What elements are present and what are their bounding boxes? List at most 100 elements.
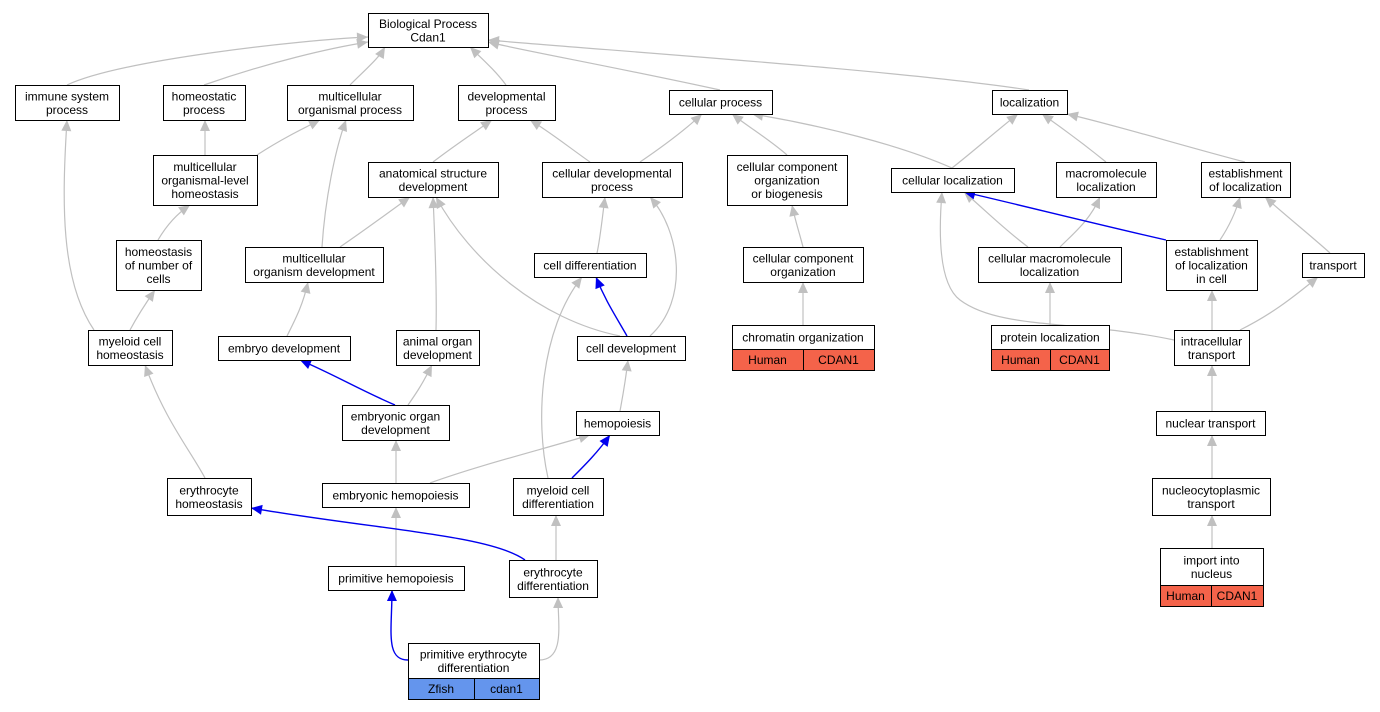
- edge-celldevproc-to-cellproc: [639, 113, 703, 163]
- edge-primhemo-to-embhemo: [391, 507, 401, 566]
- term-label-line: nucleocytoplasmic: [1162, 483, 1260, 497]
- term-label-line: process: [46, 103, 88, 117]
- edge-mydiff-to-hemopoiesis: [571, 434, 611, 479]
- edge-embhemo-to-emborgdev: [391, 440, 401, 483]
- edge-arrowhead: [488, 35, 500, 46]
- term-node-transport[interactable]: transport: [1302, 253, 1365, 278]
- edge-mclh-to-multicell: [256, 119, 321, 156]
- term-label-line: homeostatic: [172, 89, 237, 103]
- edge-line: [339, 196, 411, 248]
- term-node-primhemo[interactable]: primitive hemopoiesis: [328, 566, 465, 591]
- edge-nuctransport-to-nucltransport: [1207, 435, 1217, 478]
- term-label-line: process: [591, 180, 633, 194]
- edge-line: [649, 196, 677, 337]
- edge-arrowhead: [732, 114, 744, 125]
- term-label-line: of localization: [1175, 259, 1248, 273]
- term-node-celldiff[interactable]: cell differentiation: [534, 253, 647, 278]
- term-node-celldev[interactable]: cell development: [577, 336, 686, 361]
- term-label-line: Cdan1: [410, 30, 446, 44]
- term-label-line: process: [485, 103, 527, 117]
- edge-estlocell-to-estloc: [1219, 196, 1242, 241]
- term-box: [88, 330, 173, 366]
- edge-arrowhead: [251, 504, 263, 515]
- edge-arrowhead: [1067, 111, 1079, 122]
- edge-arrowhead: [798, 282, 808, 293]
- term-node-nucltransport[interactable]: nuclear transport: [1156, 411, 1266, 436]
- term-node-hemopoiesis[interactable]: hemopoiesis: [576, 411, 660, 436]
- term-box: [287, 85, 414, 121]
- gene-label: CDAN1: [1059, 353, 1100, 367]
- term-label-line: chromatin organization: [742, 331, 863, 345]
- edge-arrowhead: [436, 197, 446, 210]
- term-node-localization[interactable]: localization: [992, 90, 1068, 115]
- term-label-line: animal organ: [403, 334, 472, 348]
- edge-arrowhead: [936, 192, 947, 204]
- term-label-line: homeostasis: [171, 187, 238, 201]
- edge-celldiff-to-celldevproc: [596, 196, 609, 254]
- edge-organdev-to-anatdev: [428, 196, 439, 331]
- edge-homeostatic-to-root: [203, 38, 369, 86]
- term-label-line: development: [361, 423, 430, 437]
- term-box: [513, 478, 604, 516]
- term-label-line: anatomical structure: [379, 166, 487, 180]
- term-label-line: cell differentiation: [543, 259, 636, 273]
- term-box: [743, 247, 864, 283]
- edge-arrowhead: [1306, 277, 1318, 288]
- term-node-cellproc[interactable]: cellular process: [669, 90, 773, 115]
- term-node-embhemo[interactable]: embryonic hemopoiesis: [322, 483, 470, 508]
- edge-estloc-to-localization: [1066, 111, 1246, 163]
- term-label-line: protein localization: [1000, 331, 1099, 345]
- edge-line: [66, 36, 369, 86]
- edge-embhemo-to-hemopoiesis: [429, 433, 591, 484]
- edge-celldev-to-anatdev: [435, 196, 621, 337]
- edge-line: [321, 119, 347, 248]
- term-box: [153, 155, 258, 206]
- edge-protloc-to-cellmacloc: [1045, 282, 1055, 325]
- edge-arrowhead: [1207, 365, 1217, 376]
- term-node-embdev[interactable]: embryo development: [218, 336, 351, 361]
- term-label-line: embryo development: [228, 342, 341, 356]
- term-node-cellloc[interactable]: cellular localization: [891, 168, 1015, 193]
- term-box: [408, 643, 540, 679]
- term-node-primerythdiff[interactable]: primitive erythrocytedifferentiationZfis…: [408, 643, 540, 700]
- edge-line: [429, 434, 591, 484]
- edge-erythdiff-to-erythhomeo: [250, 504, 526, 561]
- term-box: [577, 336, 686, 361]
- term-box: [458, 85, 556, 121]
- edge-arrowhead: [571, 277, 582, 289]
- term-box: [15, 85, 120, 121]
- term-box: [992, 90, 1068, 115]
- term-box: [322, 483, 470, 508]
- term-box: [727, 155, 848, 206]
- edge-importnuc-to-nuctransport: [1207, 515, 1217, 548]
- edge-arrowhead: [337, 120, 348, 133]
- term-label-line: localization: [1000, 96, 1059, 110]
